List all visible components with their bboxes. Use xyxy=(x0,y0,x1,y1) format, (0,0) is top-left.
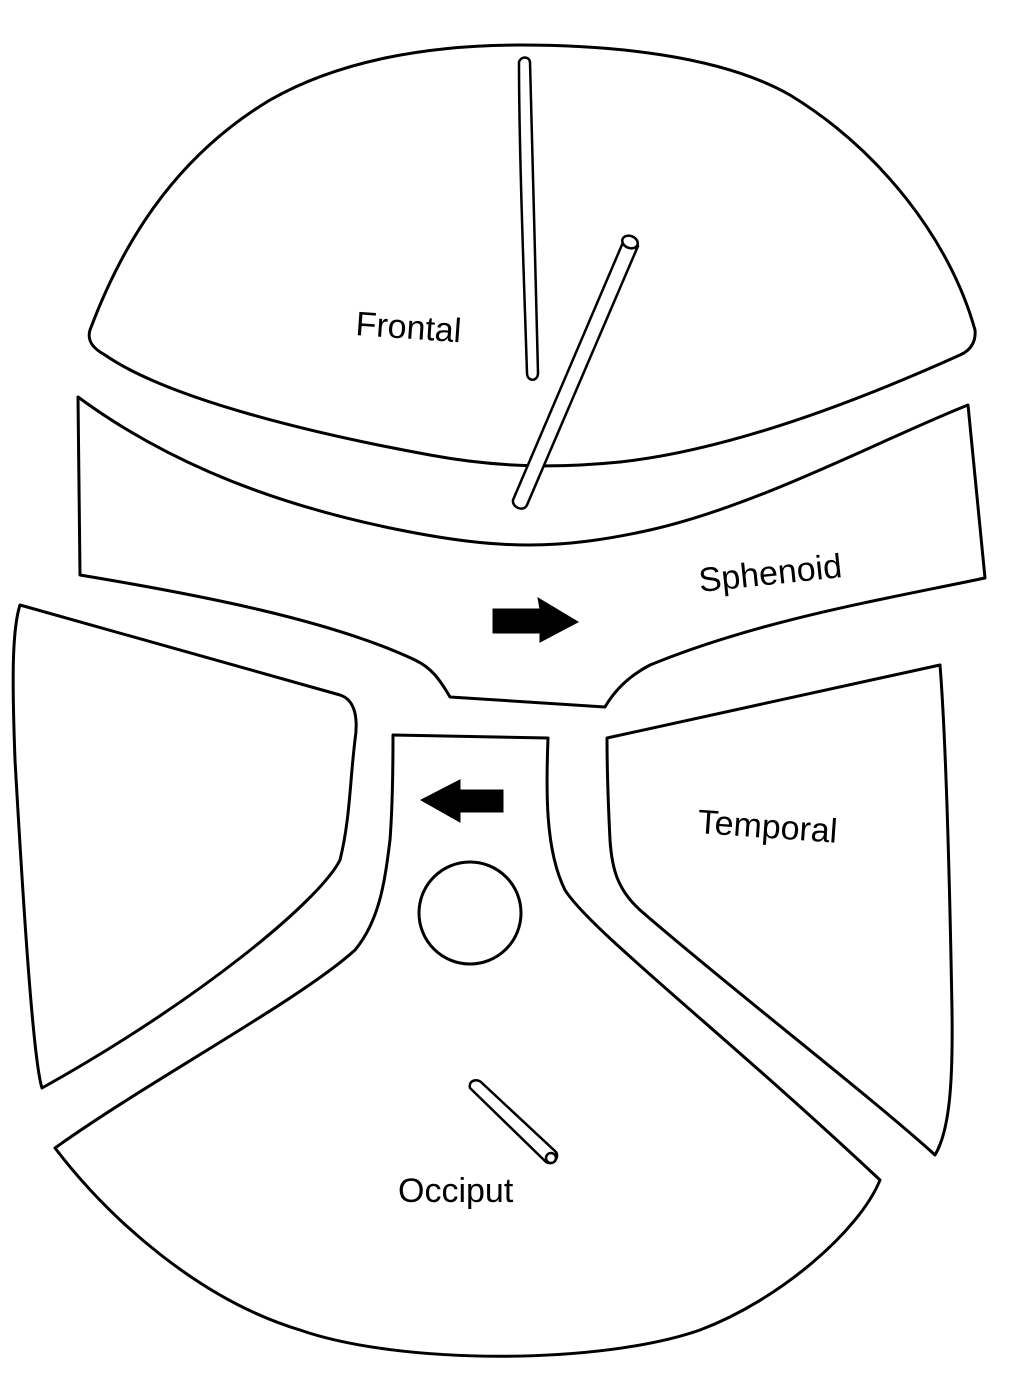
diagonal-rod-tip xyxy=(620,234,640,250)
occiput-bone xyxy=(53,733,882,1358)
arrow-left-icon xyxy=(419,779,504,823)
diagonal-rod xyxy=(511,238,640,510)
frontal-vertical-rod xyxy=(517,56,540,381)
left-temporal-bone xyxy=(11,603,358,1090)
right-temporal-bone xyxy=(605,663,954,1157)
arrow-right-icon xyxy=(492,597,580,643)
label-occiput: Occiput xyxy=(398,1172,514,1210)
sphenoid-bone xyxy=(76,395,987,709)
occiput-rod-tip xyxy=(544,1151,558,1165)
foramen-circle xyxy=(417,860,523,966)
label-frontal: Frontal xyxy=(354,305,462,350)
